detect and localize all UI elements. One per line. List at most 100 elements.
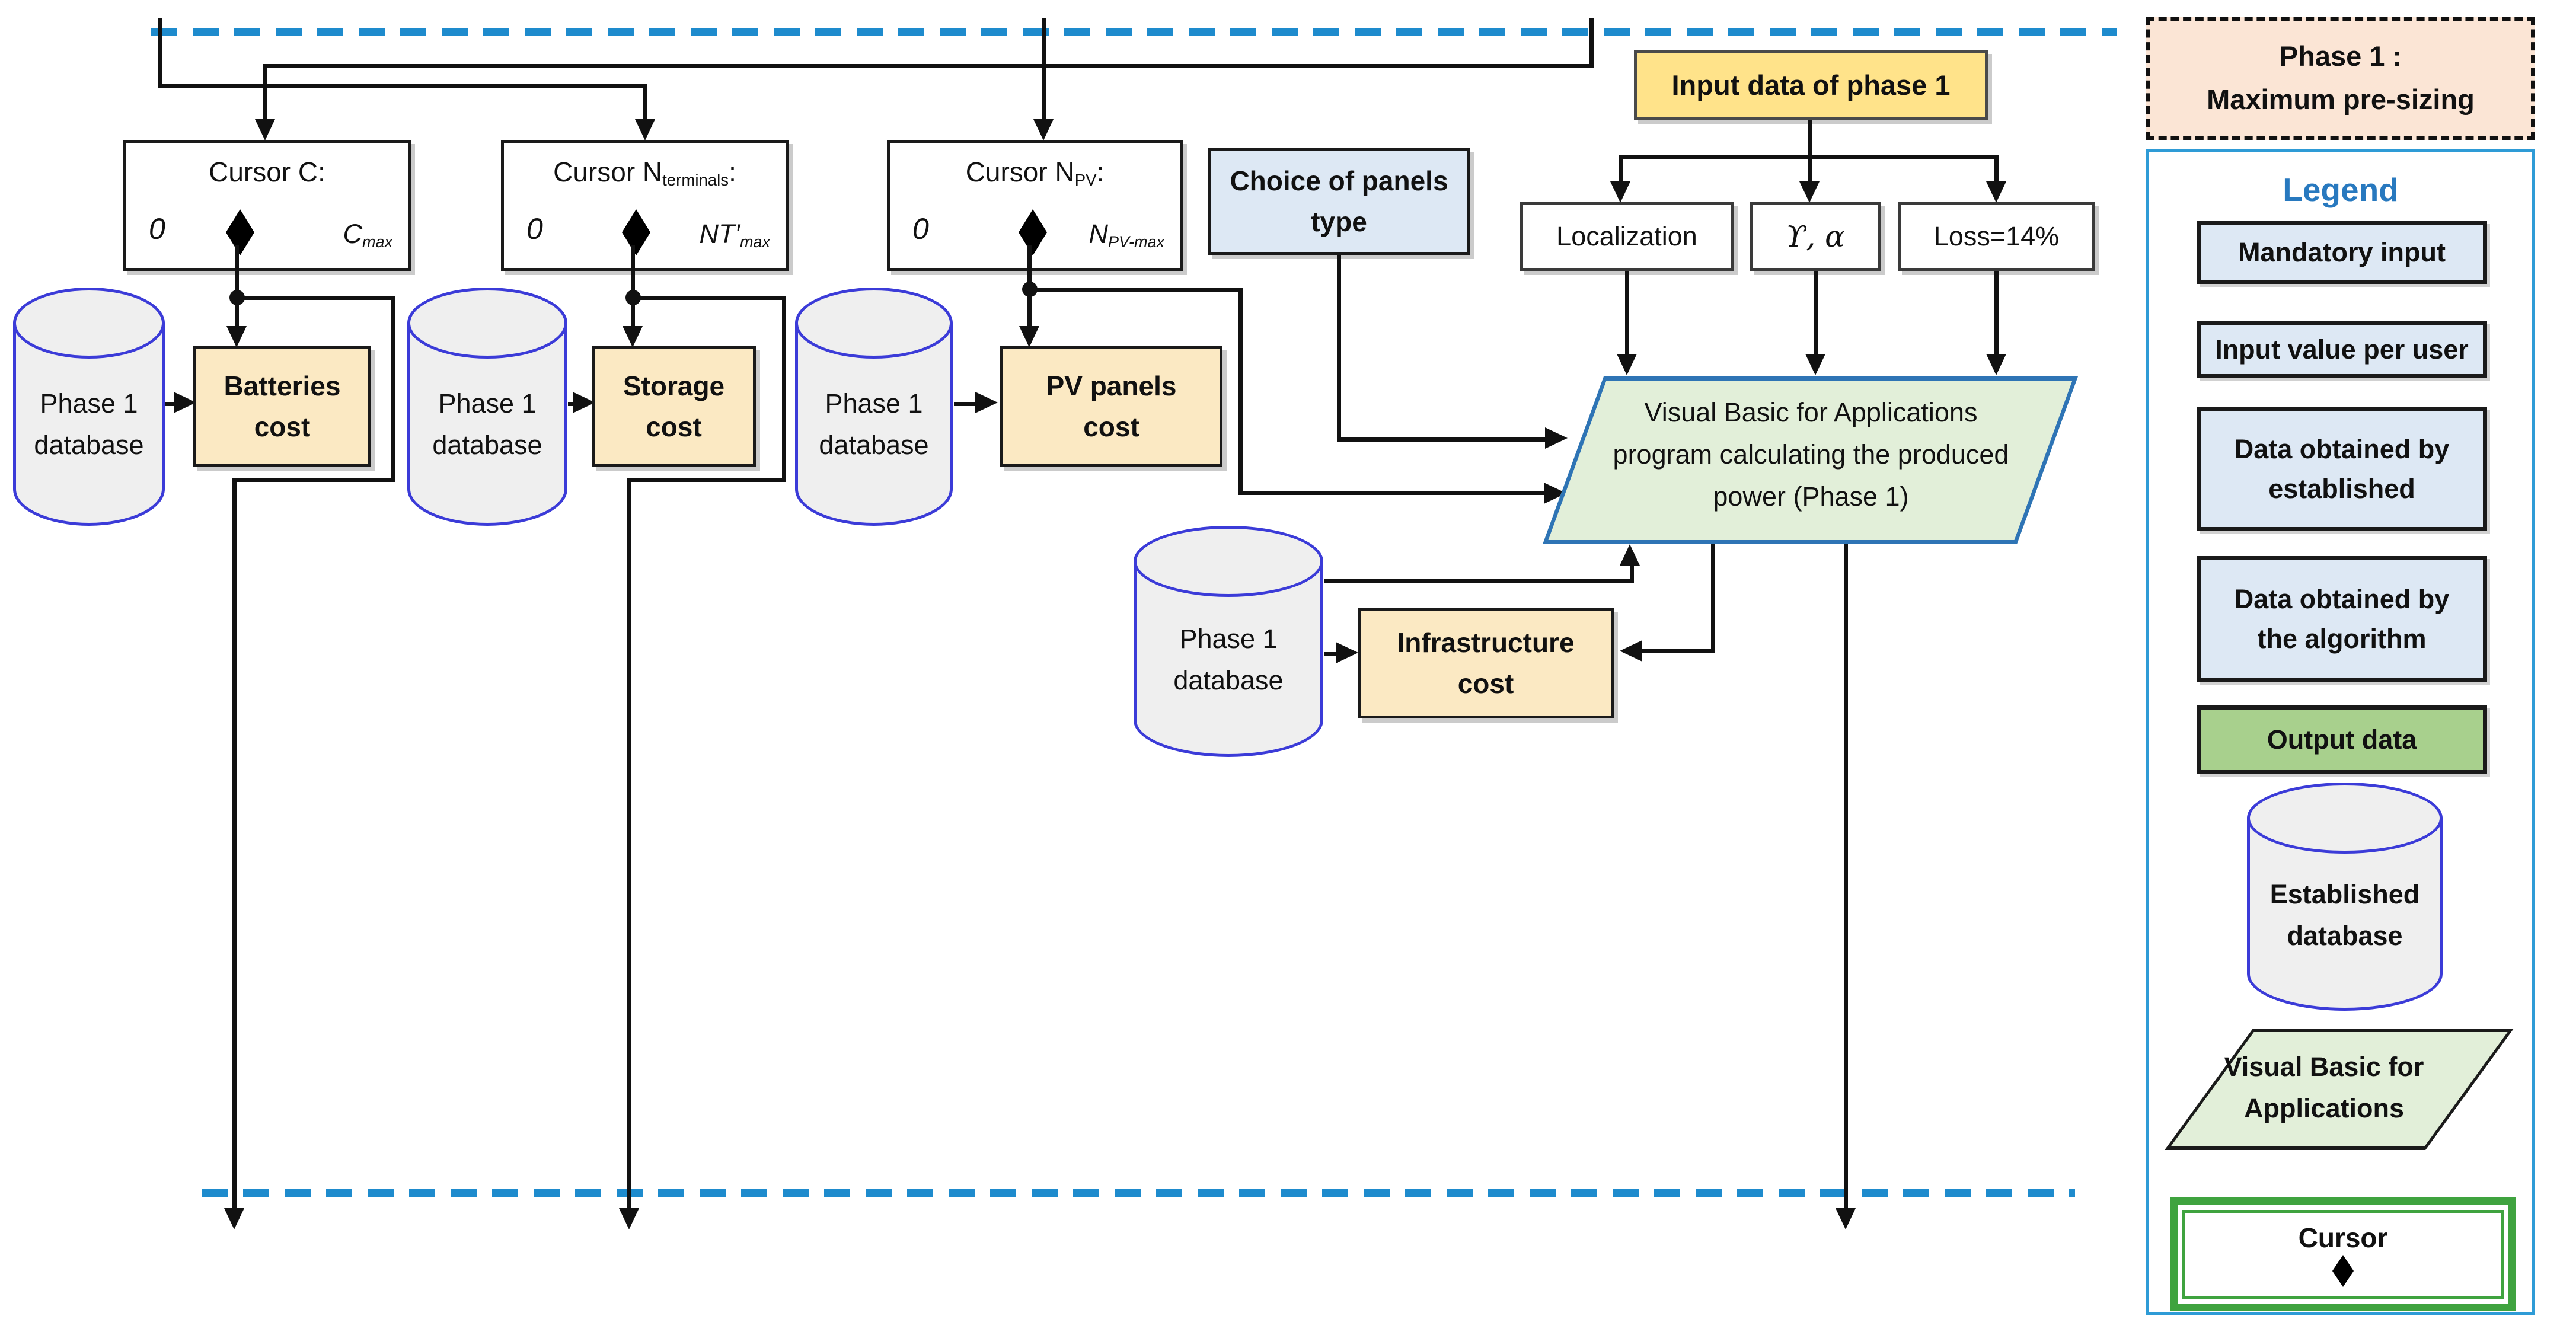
flow-line [782, 296, 786, 481]
arrowhead-up-icon [1620, 544, 1640, 566]
vba-program-label: Visual Basic for Applications program ca… [1543, 391, 2079, 518]
cursor-min-label: 0 [526, 212, 543, 245]
pv-panels-cost-label: PV panels [1046, 371, 1177, 401]
flow-line [1625, 271, 1629, 354]
database-icon: Phase 1 database [407, 288, 567, 526]
flow-line [165, 402, 175, 406]
cursor-nterminals-title: Cursor Nterminals: [553, 157, 736, 189]
legend-data-obtained-established: Data obtained by established [2197, 407, 2487, 531]
vba-line: Visual Basic for Applications [1644, 397, 1978, 427]
cursor-nterminals-box: Cursor Nterminals: 0 NT′max [501, 140, 789, 271]
localization-box: Localization [1520, 202, 1734, 271]
arrowhead-down-icon [1986, 354, 2006, 375]
legend-input-value-per-user: Input value per user [2197, 321, 2487, 378]
cursor-npv-box: Cursor NPV: 0 NPV-max [887, 140, 1183, 271]
arrowhead-down-icon [1019, 326, 1039, 347]
flow-line [1324, 579, 1632, 583]
arrowhead-down-icon [635, 119, 655, 140]
flow-line [1844, 544, 1848, 1208]
flow-line [232, 478, 395, 482]
phase-title-label: Maximum pre-sizing [2207, 84, 2475, 115]
cursor-max-label: Cmax [343, 219, 392, 251]
flow-line [1630, 562, 1634, 583]
flow-line [627, 478, 631, 1209]
flow-line [631, 298, 635, 326]
flow-line [235, 245, 239, 298]
arrowhead-down-icon [1610, 181, 1630, 203]
legend-label: Visual Basic for [2224, 1052, 2424, 1082]
flow-line [631, 296, 786, 300]
cursor-c-title: Cursor C: [209, 157, 325, 187]
legend-cursor-label: Cursor [2298, 1222, 2388, 1253]
arrowhead-right-icon [174, 392, 196, 413]
cursor-diamond-icon[interactable] [622, 209, 650, 255]
flow-line [1337, 437, 1545, 442]
arrowhead-down-icon [619, 1208, 639, 1229]
flow-line [1808, 155, 1812, 181]
storage-cost-label: cost [646, 411, 702, 442]
arrowhead-down-icon [1617, 354, 1637, 375]
database-top-icon [407, 288, 567, 359]
legend-cursor-box: Cursor [2170, 1197, 2516, 1311]
batteries-cost-label: cost [254, 411, 311, 442]
flow-line [263, 64, 1594, 68]
legend-label: Established [2269, 879, 2420, 909]
batteries-cost-label: Batteries [224, 371, 341, 401]
database-label: Phase 1 [1179, 624, 1278, 654]
storage-cost-box: Storage cost [592, 346, 756, 467]
flow-line [1027, 288, 1243, 292]
flow-line [1814, 271, 1818, 354]
pv-panels-cost-box: PV panels cost [1000, 346, 1222, 467]
flow-line [235, 298, 239, 326]
database-label: Phase 1 [438, 388, 537, 419]
choice-of-panels-label: Choice of panels [1230, 165, 1448, 196]
flow-line [1642, 649, 1715, 653]
cursor-diamond-icon[interactable] [226, 209, 254, 255]
arrowhead-right-icon [1336, 642, 1358, 663]
legend-label: Data obtained by [2234, 583, 2450, 614]
database-top-icon [13, 288, 165, 359]
cursor-max-label: NT′max [699, 219, 770, 251]
flow-line [954, 402, 976, 406]
database-top-icon [795, 288, 953, 359]
infrastructure-cost-label: cost [1457, 668, 1514, 699]
gamma-alpha-box: ϒ, α [1750, 202, 1881, 271]
legend-label: the algorithm [2257, 624, 2427, 654]
flow-line [158, 18, 162, 88]
arrowhead-down-icon [226, 326, 247, 347]
batteries-cost-box: Batteries cost [193, 346, 371, 467]
flow-line [1238, 491, 1544, 495]
input-data-box: Input data of phase 1 [1634, 50, 1988, 120]
flow-line [568, 402, 574, 406]
cursor-diamond-icon [2332, 1255, 2354, 1287]
flow-line [1619, 155, 1623, 181]
flow-line [627, 478, 786, 482]
legend-label: database [2287, 920, 2403, 951]
flow-line [643, 84, 647, 119]
arrowhead-down-icon [1805, 354, 1825, 375]
database-label: database [819, 429, 929, 460]
flow-line [232, 478, 237, 1209]
flow-line [1808, 120, 1812, 158]
database-top-icon [2247, 783, 2443, 854]
database-label: database [432, 429, 542, 460]
flow-line [263, 64, 267, 119]
cursor-diamond-icon[interactable] [1019, 209, 1047, 255]
flow-line [1711, 544, 1715, 651]
database-label: database [1173, 665, 1284, 695]
database-label: Phase 1 [40, 388, 138, 419]
cursor-max-label: NPV-max [1089, 219, 1164, 251]
legend-label: Applications [2243, 1093, 2405, 1123]
legend-title: Legend [2283, 171, 2399, 208]
vba-line: program calculating the produced [1613, 439, 2009, 470]
phase-title-label: Phase 1 : [2279, 40, 2402, 72]
arrowhead-right-icon [975, 392, 998, 413]
arrowhead-down-icon [1799, 181, 1820, 203]
arrowhead-down-icon [255, 119, 275, 140]
legend-database-icon: Established database [2247, 783, 2443, 1011]
phase-boundary-top [151, 28, 2117, 36]
arrowhead-right-icon [1545, 427, 1568, 449]
flow-line [1589, 18, 1594, 68]
